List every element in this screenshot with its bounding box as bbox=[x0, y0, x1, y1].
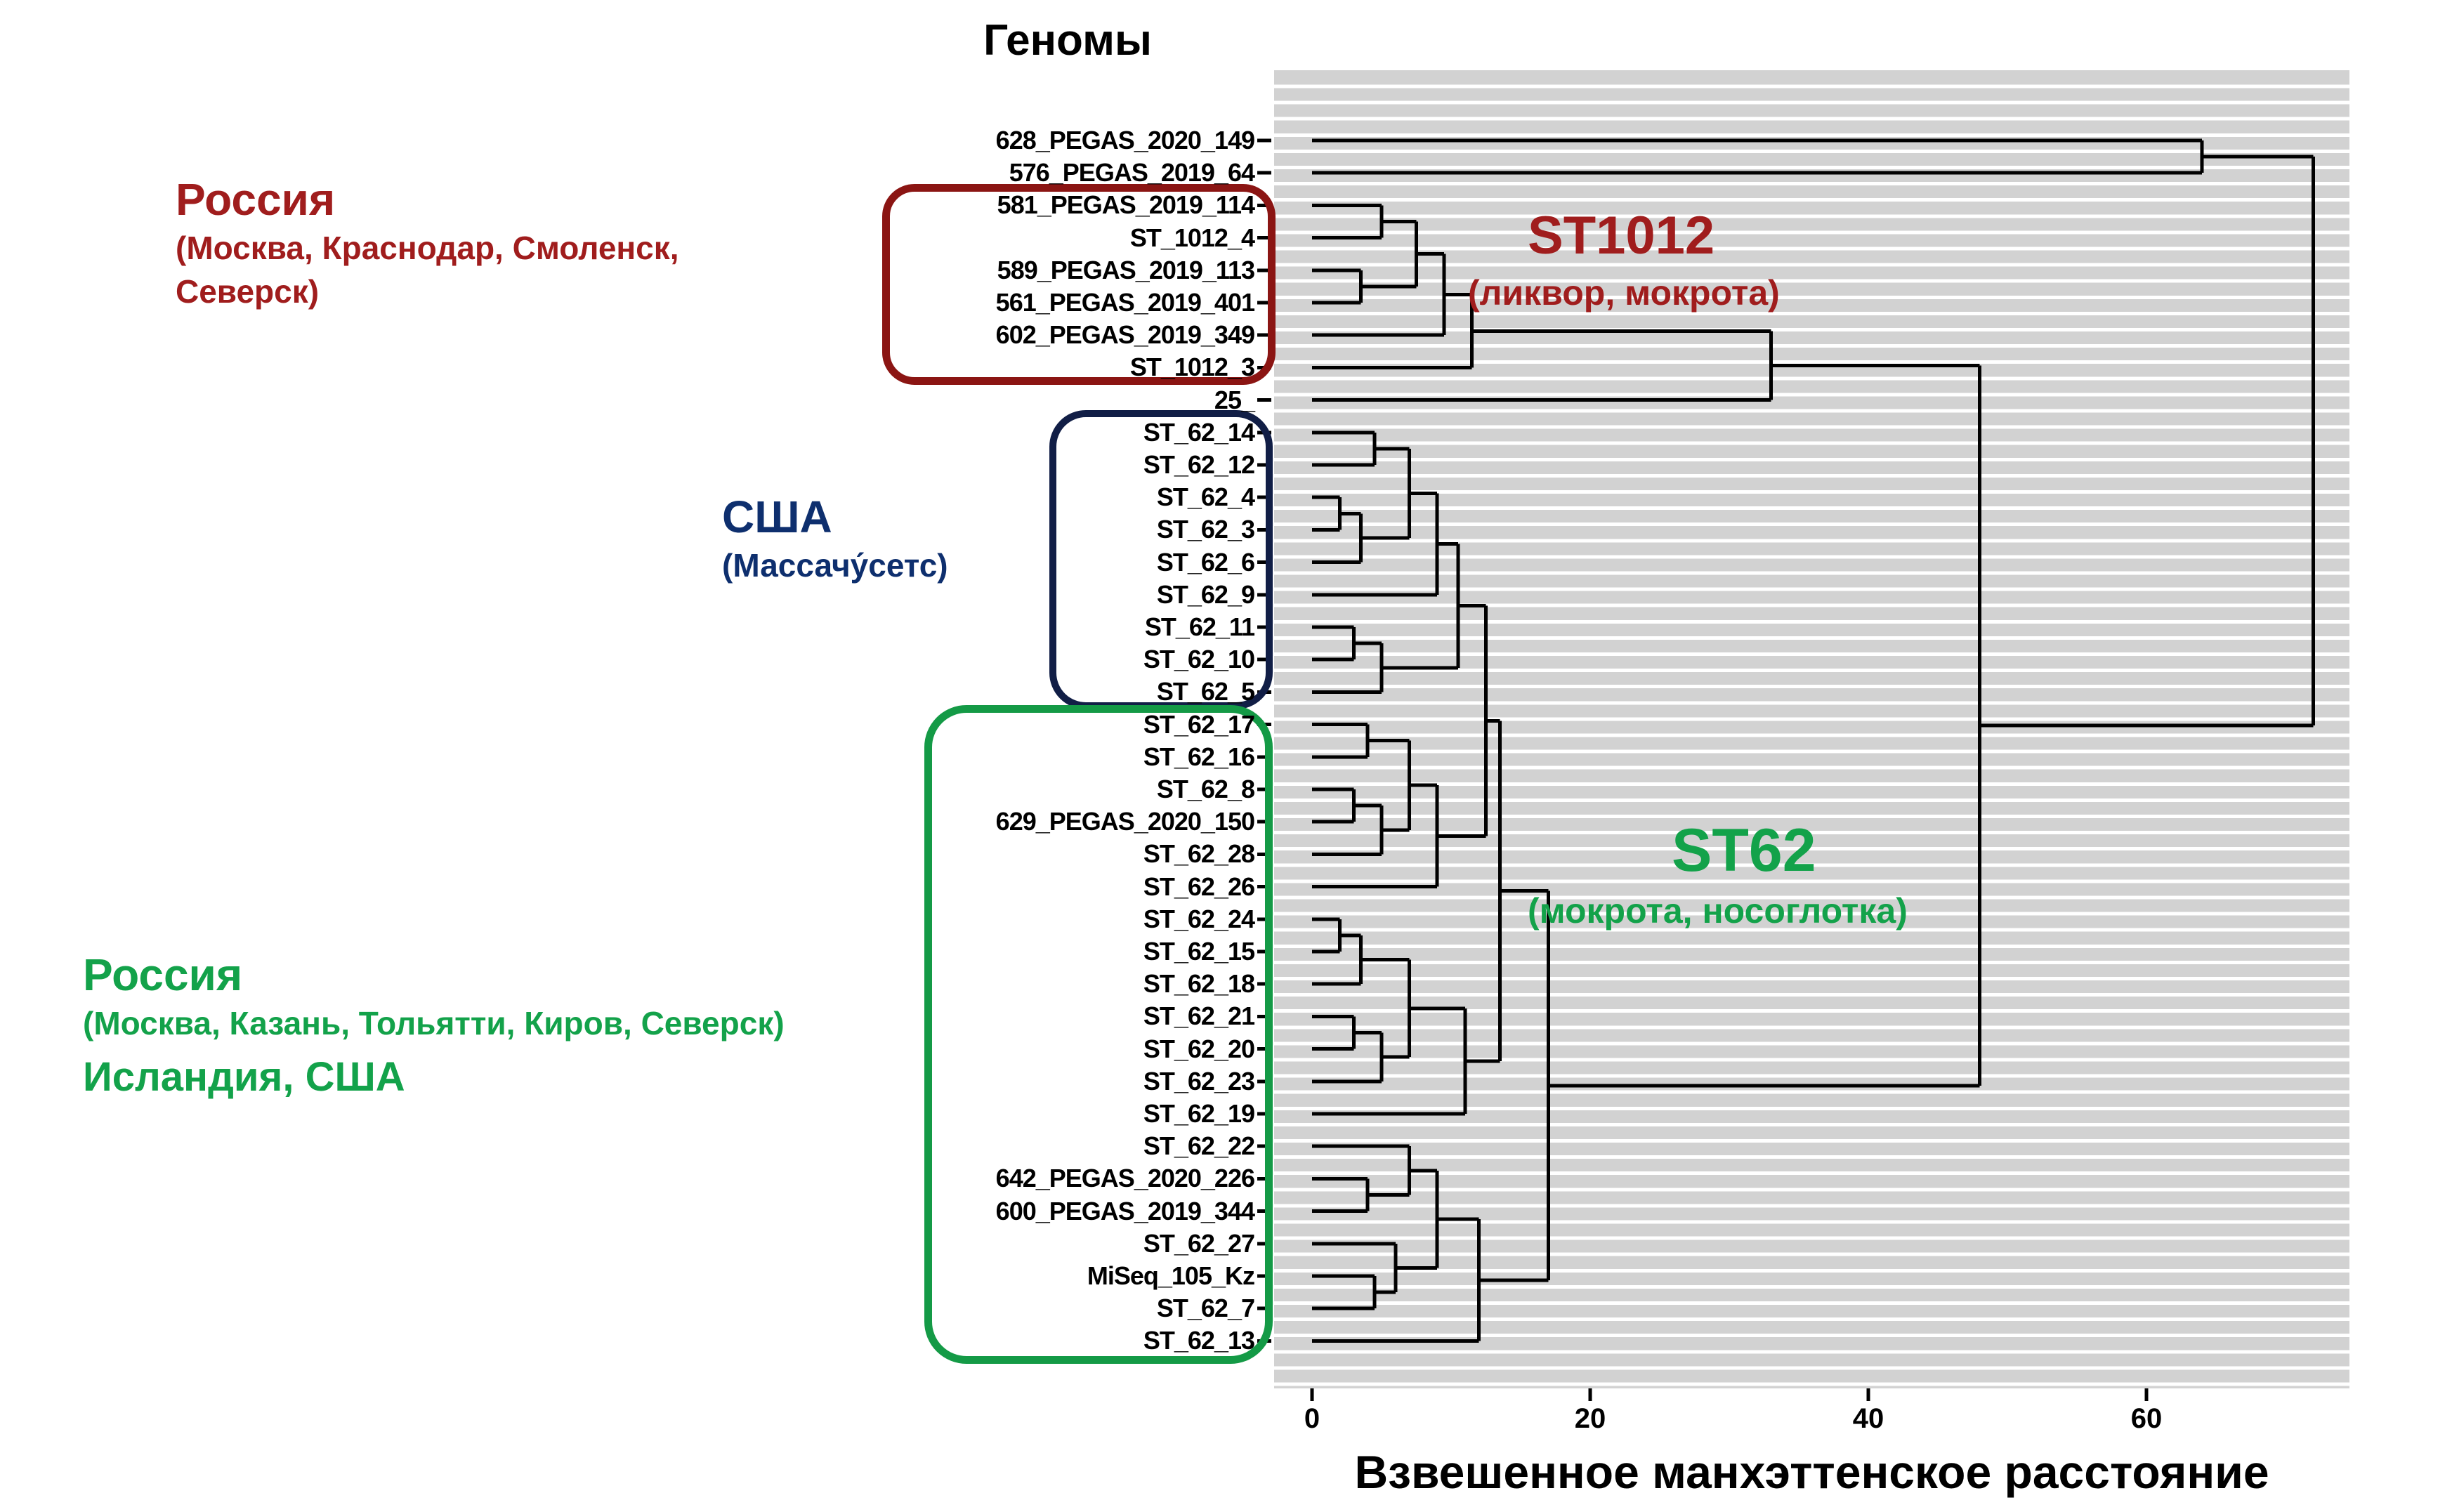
annotation-usa-line1: (Массачу́сетс) bbox=[722, 546, 948, 584]
leaf-label: ST_62_7 bbox=[1156, 1294, 1255, 1323]
leaf-label: 629_PEGAS_2020_150 bbox=[995, 807, 1255, 836]
leaf-label: 561_PEGAS_2019_401 bbox=[995, 288, 1255, 317]
cluster-label-st1012: ST1012 bbox=[1528, 206, 1715, 265]
leaf-label: ST_62_20 bbox=[1143, 1034, 1255, 1063]
leaf-label: 589_PEGAS_2019_113 bbox=[997, 255, 1255, 284]
annotation-russia-red-title: Россия bbox=[176, 174, 336, 225]
leaf-label: ST_62_4 bbox=[1156, 482, 1255, 512]
leaf-label: ST_62_16 bbox=[1143, 742, 1255, 771]
cluster-box-st62 bbox=[924, 705, 1273, 1364]
leaf-label: ST_62_15 bbox=[1143, 937, 1255, 966]
annotation-russia-red-line1: (Москва, Краснодар, Смоленск, bbox=[176, 229, 679, 266]
annotation-russia-green-title: Россия bbox=[83, 949, 243, 1000]
leaf-label: 581_PEGAS_2019_114 bbox=[997, 190, 1255, 220]
x-axis-tick-label: 20 bbox=[1574, 1403, 1606, 1434]
annotation-russia-green: Россия (Москва, Казань, Тольятти, Киров,… bbox=[83, 949, 1017, 1103]
cluster-box-st1012 bbox=[882, 184, 1276, 385]
leaf-label: ST_62_11 bbox=[1144, 612, 1255, 641]
leaf-label: ST_62_19 bbox=[1143, 1099, 1255, 1128]
leaf-label: ST_1012_4 bbox=[1129, 223, 1255, 252]
annotation-usa-title: США bbox=[722, 492, 832, 542]
x-axis-tick-label: 60 bbox=[2130, 1403, 2163, 1434]
annotation-russia-green-line1: (Москва, Казань, Тольятти, Киров, Северс… bbox=[83, 1004, 785, 1041]
annotation-russia-red: Россия (Москва, Краснодар, Смоленск, Сев… bbox=[176, 174, 878, 313]
cluster-sublabel-st62: (мокрота, носоглотка) bbox=[1528, 891, 1908, 931]
leaf-label: ST_62_10 bbox=[1143, 645, 1255, 674]
leaf-label: ST_62_21 bbox=[1143, 1001, 1255, 1031]
annotation-usa: США (Массачу́сетс) bbox=[722, 492, 1073, 587]
leaf-label: ST_62_3 bbox=[1156, 515, 1255, 544]
cluster-sublabel-st1012: (ликвор, мокрота) bbox=[1468, 273, 1780, 313]
leaf-label: ST_62_12 bbox=[1143, 450, 1255, 479]
leaf-label: ST_62_22 bbox=[1143, 1131, 1255, 1161]
leaf-label: ST_62_17 bbox=[1143, 709, 1255, 739]
x-axis-tick-label: 40 bbox=[1852, 1403, 1884, 1434]
leaf-label: ST_62_8 bbox=[1156, 775, 1255, 803]
leaf-label: ST_62_26 bbox=[1143, 872, 1255, 901]
leaf-label: ST_62_9 bbox=[1156, 579, 1255, 609]
leaf-label: ST_1012_3 bbox=[1129, 353, 1255, 382]
leaf-label: 602_PEGAS_2019_349 bbox=[995, 320, 1255, 350]
leaf-label: MiSeq_105_Kz bbox=[1087, 1261, 1255, 1290]
annotation-russia-green-line2: Исландия, США bbox=[83, 1053, 405, 1100]
leaf-label: ST_62_27 bbox=[1143, 1228, 1255, 1258]
genomes-header: Геномы bbox=[983, 16, 1152, 65]
leaf-label: ST_62_28 bbox=[1143, 839, 1255, 869]
annotation-russia-red-line2: Северск) bbox=[176, 272, 320, 310]
leaf-label: 576_PEGAS_2019_64 bbox=[1009, 158, 1255, 188]
leaf-label: 642_PEGAS_2020_226 bbox=[995, 1164, 1255, 1193]
cluster-label-st62: ST62 bbox=[1672, 817, 1816, 884]
leaf-label: ST_62_23 bbox=[1143, 1066, 1255, 1096]
leaf-label: 628_PEGAS_2020_149 bbox=[995, 126, 1255, 155]
leaf-label: 25_ bbox=[1214, 385, 1255, 414]
leaf-label: ST_62_24 bbox=[1143, 904, 1255, 933]
leaf-label: ST_62_6 bbox=[1156, 547, 1255, 577]
x-axis-tick-label: 0 bbox=[1304, 1403, 1320, 1434]
leaf-label: ST_62_14 bbox=[1143, 417, 1255, 447]
leaf-label: ST_62_18 bbox=[1143, 969, 1255, 999]
leaf-label: ST_62_13 bbox=[1143, 1326, 1255, 1355]
x-axis-title: Взвешенное манхэттенское расстояние bbox=[1354, 1446, 2269, 1498]
leaf-label: 600_PEGAS_2019_344 bbox=[995, 1196, 1255, 1225]
leaf-label: ST_62_5 bbox=[1156, 677, 1255, 706]
